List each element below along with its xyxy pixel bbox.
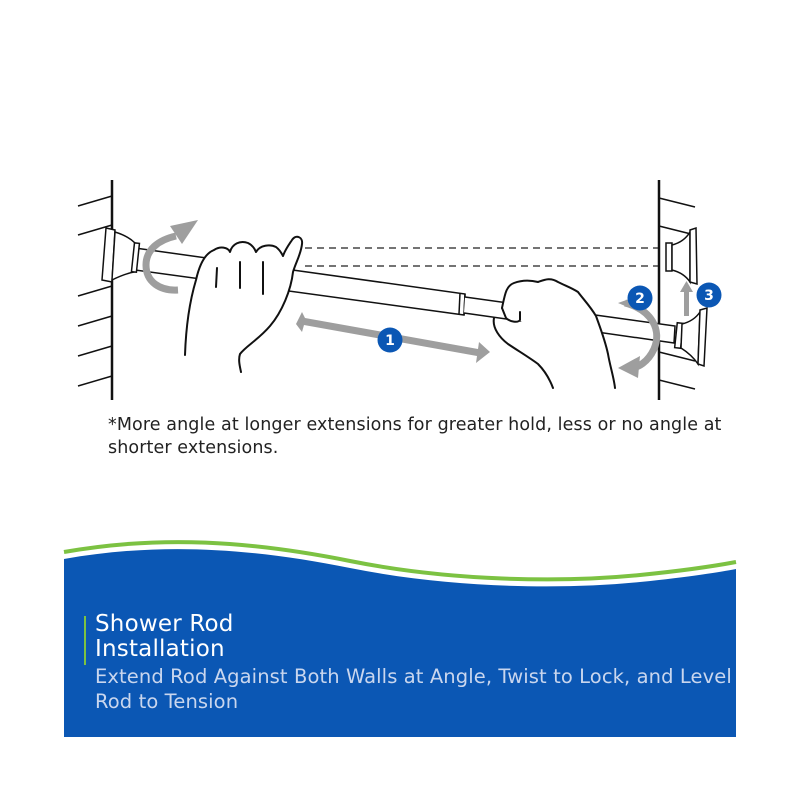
left-hand (184, 235, 304, 373)
step-2-badge: 2 (627, 285, 653, 311)
level-guide-lines (305, 247, 658, 267)
step-3-badge: 3 (696, 282, 722, 308)
right-bracket-leveled (665, 226, 698, 285)
title-panel-background (63, 540, 737, 737)
panel-subtitle: Extend Rod Against Both Walls at Angle, … (95, 665, 732, 713)
svg-text:1: 1 (385, 333, 395, 349)
svg-text:2: 2 (635, 291, 645, 307)
panel-title-line1: Shower Rod (95, 611, 234, 637)
panel-title-line2: Installation (95, 636, 225, 662)
right-hand (492, 278, 616, 389)
twist-arrow-left-icon (142, 220, 198, 294)
title-block: Shower Rod Installation (84, 611, 734, 665)
left-wall-bracket (101, 227, 141, 283)
right-bracket-angled (673, 306, 708, 368)
left-wall (77, 180, 114, 400)
title-panel: Shower Rod Installation Extend Rod Again… (84, 612, 734, 714)
level-up-arrow-icon (680, 281, 693, 316)
footnote-text: *More angle at longer extensions for gre… (108, 415, 722, 458)
svg-text:3: 3 (704, 288, 714, 304)
step-1-badge: 1 (377, 327, 403, 353)
title-accent-bar (84, 616, 86, 665)
